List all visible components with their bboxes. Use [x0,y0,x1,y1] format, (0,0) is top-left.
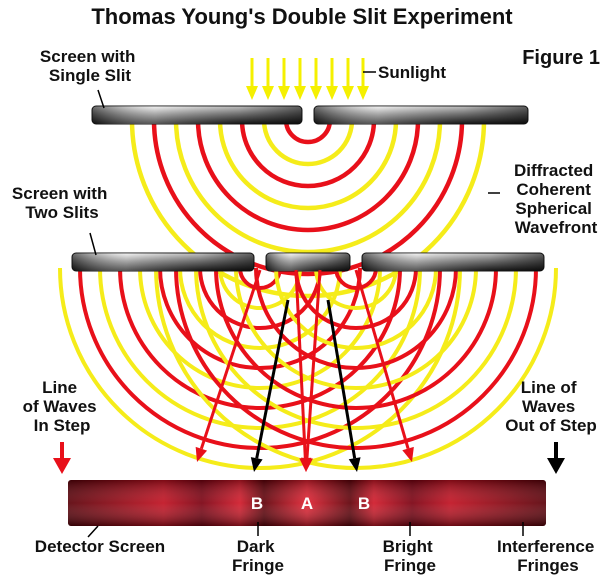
double-slit-wavefront-arc [234,268,478,390]
single-slit-wavefronts [129,120,487,299]
bright-ray-center-right-head [300,457,313,472]
bright-ray-left-head [195,446,208,462]
single-slit-wavefront-arc [195,120,421,233]
single-slit-wavefront-arc [261,120,355,167]
double-slit-wavefronts [58,268,558,470]
dark-ray-right-shaft [326,299,357,459]
detector-screen: B A B [68,480,546,526]
double-slit-wavefront-arc [58,268,462,470]
single-slit-wavefront-arc [173,120,443,255]
double-slit-wavefront-arc [334,268,378,290]
bright-ray-right-shaft [354,269,410,449]
double-slit-wavefront-arc [294,268,418,330]
double-slit-wavefront-arc [274,268,438,350]
bright-ray-center-left-shaft [294,269,307,459]
double-slit-wavefront-arc [254,268,458,370]
label-sunlight: Sunlight [378,63,446,82]
two-slit-screen [71,252,545,272]
label-bright-fringe: Bright Fringe [383,537,438,575]
single-slit-wavefront-arc [217,120,399,211]
double-slit-wavefront-arc [118,268,402,410]
label-detector-screen: Detector Screen [35,537,165,556]
double-slit-wavefront-arc [198,268,322,330]
sunlight-arrow-head [262,86,274,100]
sunlight-arrow-head [246,86,258,100]
bright-ray-center-right-shaft [305,269,322,459]
label-screen-single-slit: Screen with Single Slit [40,47,140,85]
fringe-letter-b-right: B [358,494,370,513]
sunlight-arrow-head [342,86,354,100]
sunlight-arrow-head [294,86,306,100]
sunlight-arrows [246,58,369,100]
in-step-indicator-arrow [53,442,71,474]
sunlight-arrow-head [278,86,290,100]
label-interference-fringes: Interference Fringes [497,537,599,575]
leader-lines [87,71,524,538]
bright-ray-right-head [402,446,414,462]
double-slit-wavefront-arc [98,268,422,430]
sunlight-arrow-head [357,86,369,100]
single-slit-wavefront-arc [151,120,465,277]
fringe-letter-b-left: B [251,494,263,513]
label-diffracted-wavefront: Diffracted Coherent Spherical Wavefront [514,161,598,237]
single-slit-screen [91,105,529,125]
dark-ray-left-head [250,457,263,472]
double-slit-wavefront-arc [214,268,498,410]
interference-ray-arrows [195,269,414,472]
single-slit-wavefront-arc [239,120,377,189]
bright-ray-left-shaft [199,269,262,450]
dark-ray-right-head [348,457,361,472]
label-line-in-step: Line of Waves In Step [23,378,102,435]
label-dark-fringe: Dark Fringe [232,537,284,575]
sunlight-arrow-head [326,86,338,100]
sunlight-arrow-head [310,86,322,100]
single-slit-wavefront-arc [129,120,487,299]
double-slit-wavefront-arc [178,268,342,350]
single-slit-wavefront-arc [283,120,333,145]
figure-label: Figure 1 [522,47,600,69]
page-title: Thomas Young's Double Slit Experiment [91,4,513,29]
label-line-out-of-step: Line of Waves Out of Step [505,378,597,435]
double-slit-wavefront-arc [194,268,518,430]
out-of-step-indicator-arrow [547,442,565,474]
dark-ray-left-shaft [255,299,290,459]
double-slit-wavefront-arc [174,268,538,450]
label-screen-two-slits: Screen with Two Slits [12,184,112,222]
fringe-letter-a: A [301,494,313,513]
double-slit-wavefront-arc [138,268,382,390]
